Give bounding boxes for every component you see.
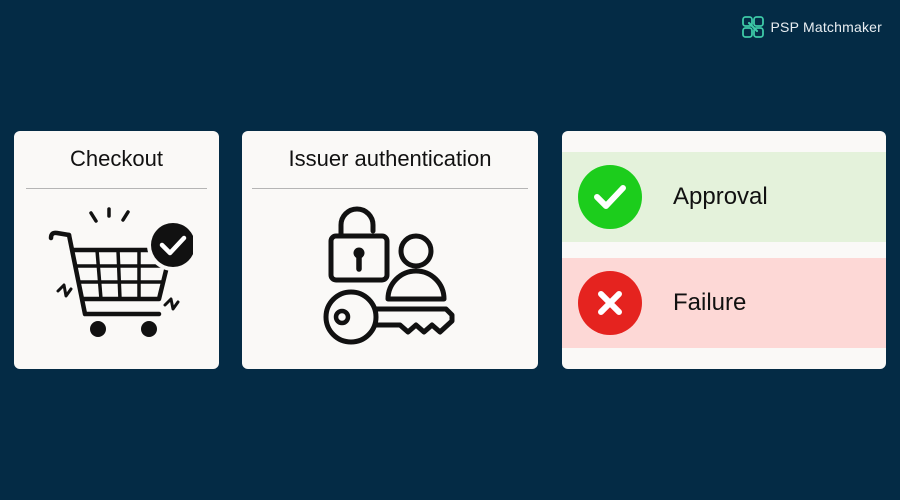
failure-outcome: Failure xyxy=(562,258,886,348)
issuer-auth-title: Issuer authentication xyxy=(288,146,492,171)
checkout-card: Checkout xyxy=(14,131,219,369)
issuer-auth-card: Issuer authentication xyxy=(242,131,538,369)
outcomes-card: Approval Failure xyxy=(562,131,886,369)
failure-badge xyxy=(578,271,642,335)
checkout-title: Checkout xyxy=(70,146,163,171)
psp-matchmaker-logo-icon xyxy=(741,16,764,38)
checkmark-icon xyxy=(594,185,626,209)
x-mark-icon xyxy=(598,291,622,315)
brand-logo: PSP Matchmaker xyxy=(741,16,882,38)
checkout-divider xyxy=(26,188,207,189)
approval-label: Approval xyxy=(673,183,768,210)
approval-outcome: Approval xyxy=(562,152,886,242)
failure-label: Failure xyxy=(673,289,747,316)
shopping-cart-check-icon xyxy=(48,207,193,337)
lock-key-user-icon xyxy=(323,206,455,345)
approval-badge xyxy=(578,165,642,229)
brand-name: PSP Matchmaker xyxy=(770,19,882,35)
issuer-auth-divider xyxy=(252,188,528,189)
